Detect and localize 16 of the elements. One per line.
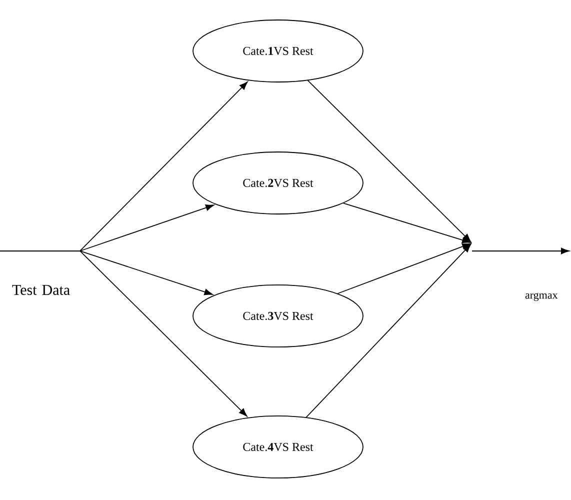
- ellipse-node: Cate.3VS Rest: [192, 284, 364, 348]
- arrow: [337, 243, 471, 294]
- arrow: [80, 82, 248, 252]
- text-label: Test Data: [12, 285, 70, 295]
- arrow: [80, 250, 248, 417]
- arrow: [307, 80, 472, 242]
- ellipse-node: Cate.2VS Rest: [192, 152, 364, 214]
- text-label: argmax: [525, 292, 558, 301]
- ellipse-node: Cate.4VS Rest: [192, 416, 364, 478]
- arrow: [80, 250, 213, 296]
- arrow: [342, 202, 471, 244]
- ellipse-node: Cate.1VS Rest: [192, 20, 364, 82]
- arrow: [80, 204, 214, 252]
- input-line: [0, 250, 80, 252]
- arrow: [306, 244, 472, 418]
- output-arrow: [472, 248, 570, 254]
